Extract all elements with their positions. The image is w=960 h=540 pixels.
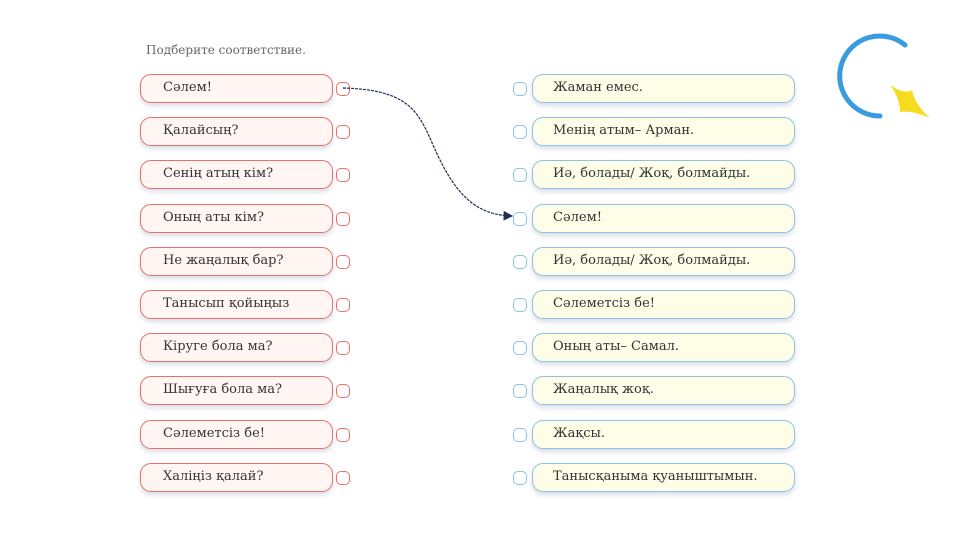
- left-connector[interactable]: [336, 168, 350, 183]
- right-connector[interactable]: [513, 298, 527, 312]
- left-connector[interactable]: [336, 125, 350, 140]
- right-connector[interactable]: [513, 211, 527, 226]
- right-item[interactable]: Сәлем!: [532, 203, 795, 233]
- right-item[interactable]: Танысқаныма қуаныштымын.: [532, 462, 795, 492]
- right-connector[interactable]: [513, 427, 527, 442]
- left-connector[interactable]: [336, 82, 350, 96]
- left-connector[interactable]: [336, 384, 350, 399]
- left-connector[interactable]: [336, 298, 350, 312]
- connection-line[interactable]: [342, 87, 514, 221]
- left-connector[interactable]: [336, 341, 350, 356]
- left-connector[interactable]: [336, 211, 350, 226]
- left-item[interactable]: Сенің атың кім?: [140, 160, 333, 190]
- right-connector[interactable]: [513, 254, 527, 269]
- left-item[interactable]: Оның аты кім?: [140, 203, 333, 233]
- right-item[interactable]: Сәлеметсіз бе!: [532, 290, 795, 319]
- right-item[interactable]: Иә, болады/ Жоқ, болмайды.: [532, 246, 795, 276]
- left-connector[interactable]: [336, 427, 350, 442]
- right-item[interactable]: Оның аты– Самал.: [532, 333, 795, 363]
- right-connector[interactable]: [513, 384, 527, 399]
- left-connector[interactable]: [336, 470, 350, 485]
- logo-star-icon: [890, 85, 930, 118]
- instruction: Подберите соответствие.: [146, 43, 306, 57]
- right-item[interactable]: Жақсы.: [532, 419, 795, 449]
- left-connector[interactable]: [336, 254, 350, 269]
- right-connector[interactable]: [513, 82, 527, 96]
- left-item[interactable]: Сәлем!: [140, 74, 333, 103]
- right-connector[interactable]: [513, 125, 527, 140]
- right-connector[interactable]: [513, 168, 527, 183]
- right-item[interactable]: Жаңалық жоқ.: [532, 376, 795, 406]
- right-item[interactable]: Менің атым– Арман.: [532, 117, 795, 147]
- left-item[interactable]: Танысып қойыңыз: [140, 290, 333, 319]
- left-item[interactable]: Не жаңалық бар?: [140, 246, 333, 276]
- left-item[interactable]: Сәлеметсіз бе!: [140, 419, 333, 449]
- left-item[interactable]: Қалайсың?: [140, 117, 333, 147]
- left-item[interactable]: Шығуға бола ма?: [140, 376, 333, 406]
- right-connector[interactable]: [513, 341, 527, 356]
- right-item[interactable]: Иә, болады/ Жоқ, болмайды.: [532, 160, 795, 190]
- logo: [837, 33, 930, 119]
- left-item[interactable]: Халіңіз қалай?: [140, 462, 333, 492]
- right-item[interactable]: Жаман емес.: [532, 74, 795, 103]
- logo-arc-icon: [837, 33, 908, 119]
- left-item[interactable]: Кіруге бола ма?: [140, 333, 333, 363]
- right-connector[interactable]: [513, 470, 527, 485]
